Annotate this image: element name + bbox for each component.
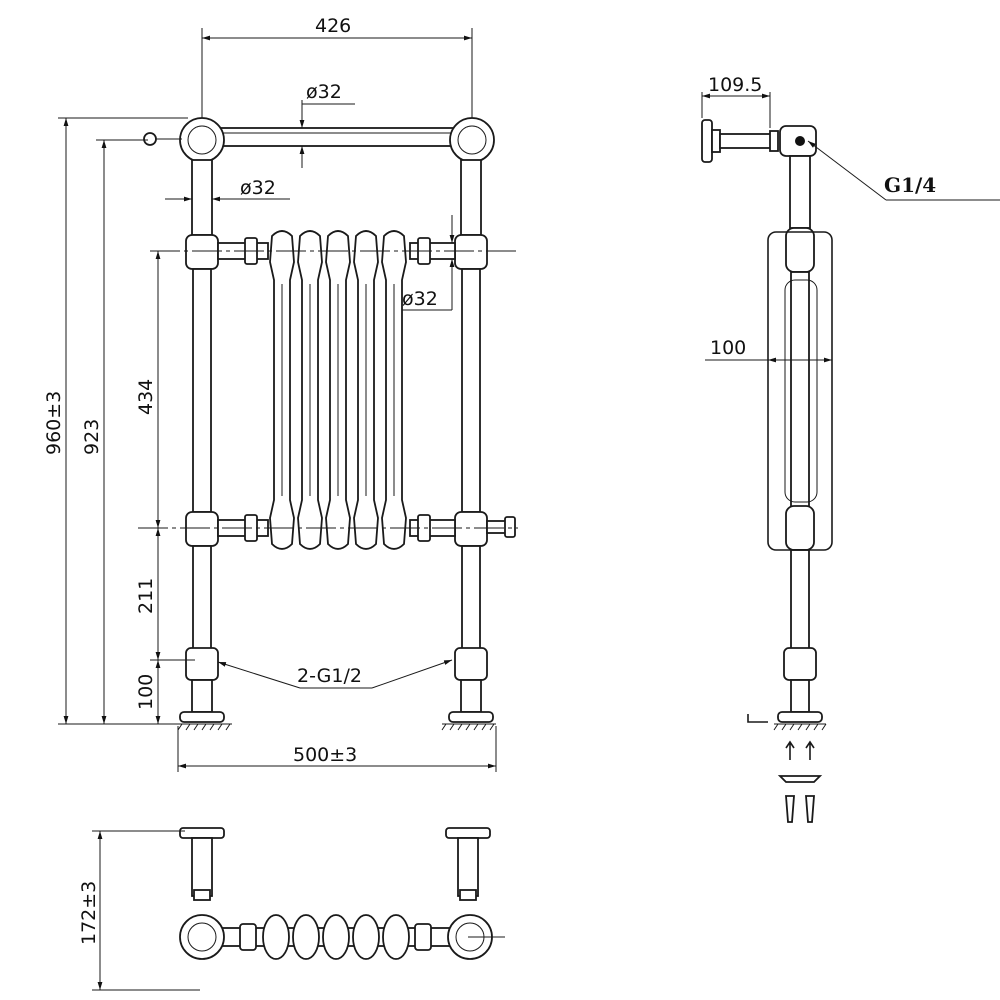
- side-view: [701, 119, 833, 823]
- floor-hatch: [177, 723, 496, 731]
- plan-radiator-lobe: [262, 914, 290, 960]
- side-floor-hatch: [747, 714, 827, 731]
- fixing-screws-icon: [777, 740, 823, 823]
- radiator-body: [269, 230, 407, 550]
- plan-view: [179, 827, 505, 960]
- dim-pipe-dia-top: ø32: [306, 81, 342, 103]
- dim-inlets: 2-G1/2: [297, 665, 362, 687]
- dim-height-radiator: 434: [135, 379, 157, 415]
- plan-radiator-lobe: [352, 914, 380, 960]
- side-radiator-profile: [767, 231, 833, 551]
- front-view: [138, 117, 518, 731]
- side-top-elbow: [779, 125, 817, 157]
- top-right-elbow: [449, 117, 495, 163]
- top-left-elbow: [179, 117, 225, 163]
- left-upright-pipe: [179, 159, 225, 723]
- dim-plan-depth: 172±3: [78, 881, 100, 945]
- dim-height-feet: 100: [135, 674, 157, 710]
- dim-depth-mid: 100: [710, 337, 746, 359]
- dim-pipe-dia-right: ø32: [402, 288, 438, 310]
- front-dimensions: 426 ø32 ø32 ø32 960±3 923 434 211 100: [43, 15, 497, 772]
- side-upright-pipe: [777, 155, 823, 723]
- dim-height-total: 960±3: [43, 391, 65, 455]
- top-rail: [203, 127, 469, 147]
- dim-pipe-dia-left: ø32: [240, 177, 276, 199]
- plan-radiator-lobe: [382, 914, 410, 960]
- plan-connector-nut: [239, 923, 257, 951]
- plan-radiator-body: [239, 914, 432, 960]
- wall-bracket: [701, 119, 779, 163]
- dim-height-inner: 923: [81, 419, 103, 455]
- plan-connector-nut: [414, 923, 432, 951]
- plan-bracket-right: [445, 827, 491, 901]
- right-upright-pipe: [448, 159, 494, 723]
- bleed-valve-icon: [486, 516, 516, 538]
- plan-bracket-left: [179, 827, 225, 901]
- dim-width-base: 500±3: [293, 744, 357, 766]
- dim-width-top: 426: [315, 15, 351, 37]
- side-dimensions: 109.5 G1/4 100: [701, 74, 1000, 363]
- dim-height-lower: 211: [135, 578, 157, 614]
- plan-radiator-lobe: [322, 914, 350, 960]
- plan-dimensions: 172±3: [78, 830, 200, 991]
- valve-stub-icon: [143, 132, 182, 146]
- plan-radiator-lobe: [292, 914, 320, 960]
- dim-valve: G1/4: [884, 173, 936, 197]
- plan-elbow-left: [179, 914, 225, 960]
- dim-depth-top: 109.5: [708, 74, 762, 96]
